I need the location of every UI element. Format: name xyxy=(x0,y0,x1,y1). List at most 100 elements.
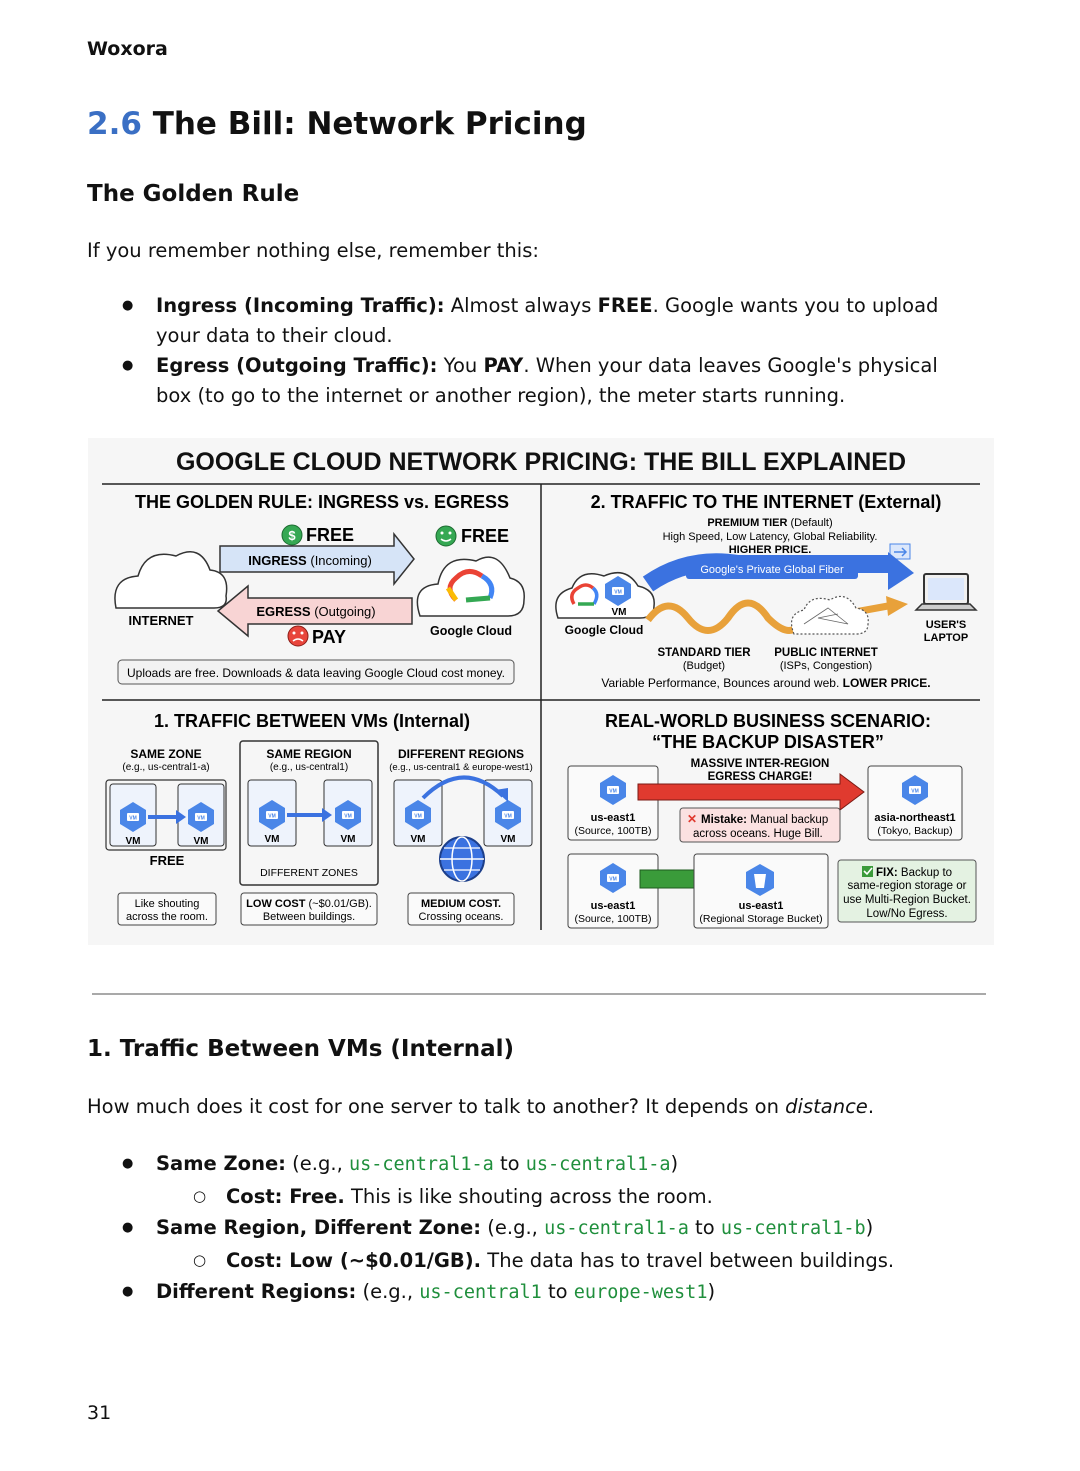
storage-bucket-icon xyxy=(746,864,774,896)
same-region-from-code: us-central1-a xyxy=(544,1218,689,1239)
backup-scenario-panel: REAL-WORLD BUSINESS SCENARIO: “THE BACKU… xyxy=(567,711,977,929)
public-internet-label: PUBLIC INTERNET xyxy=(774,647,878,659)
q2-vm-label: VM xyxy=(612,607,627,618)
variable-note: Variable Performance, Bounces around web… xyxy=(601,676,930,690)
fix-note-4: Low/No Egress. xyxy=(866,908,947,920)
egress-text-1: You xyxy=(437,354,484,377)
section1-heading: 1. Traffic Between VMs (Internal) xyxy=(87,1036,515,1062)
shout-note-1: Like shouting xyxy=(135,898,200,910)
q4-asia-sub: (Tokyo, Backup) xyxy=(877,825,952,837)
medium-cost-note-1: MEDIUM COST. xyxy=(421,898,501,910)
q4-source-name: us-east1 xyxy=(591,812,636,824)
same-zone-to-code: us-central1-a xyxy=(525,1154,671,1175)
ingress-text-1: Almost always xyxy=(444,294,598,317)
egress-label: Egress (Outgoing Traffic): xyxy=(156,354,438,377)
same-zone-cost-text: This is like shouting across the room. xyxy=(344,1184,713,1208)
diff-regions-close: ) xyxy=(707,1280,716,1303)
ingress-free: FREE xyxy=(597,294,653,317)
mistake-note-1: Mistake: Manual backup xyxy=(701,814,828,826)
q1-title: THE GOLDEN RULE: INGRESS vs. EGRESS xyxy=(135,492,509,512)
q1-note: Uploads are free. Downloads & data leavi… xyxy=(127,666,505,680)
diff-regions-bullet-label: Different Regions: xyxy=(156,1280,357,1303)
q4-asia-name: asia-northeast1 xyxy=(874,812,955,824)
internet-cloud-icon xyxy=(114,551,228,609)
q4-title-2: “THE BACKUP DISASTER” xyxy=(652,732,884,752)
internet-label: INTERNET xyxy=(129,613,194,628)
same-zone-cost-label: Cost: Free. xyxy=(226,1184,345,1208)
ingress-label: Ingress (Incoming Traffic): xyxy=(156,294,445,317)
fiber-label: Google's Private Global Fiber xyxy=(700,564,844,576)
diff-regions-eg-text: (e.g., xyxy=(356,1280,420,1303)
egress-pay: PAY xyxy=(483,354,524,377)
same-region-cost-bullet: Cost: Low (~$0.01/GB). The data has to t… xyxy=(87,1245,987,1277)
q4-source-size: (Source, 100TB) xyxy=(574,825,651,837)
egress-charge-arrow xyxy=(637,773,865,811)
egress-text-2: . When your data leaves Google's physica… xyxy=(523,354,938,377)
egress-text-3: box (to go to the internet or another re… xyxy=(156,384,846,407)
low-cost-note-2: Between buildings. xyxy=(263,911,355,923)
header-brand: Woxora xyxy=(87,38,168,60)
laptop-icon xyxy=(914,573,978,611)
same-zone-bullet-label: Same Zone: xyxy=(156,1152,286,1175)
diff-region-vm-a-label: VM xyxy=(411,834,426,845)
fix-note-2: same-region storage or xyxy=(848,880,967,892)
public-internet-sub: (ISPs, Congestion) xyxy=(780,660,872,672)
diff-region-vm-b-label: VM xyxy=(501,834,516,845)
diff-zones-label: DIFFERENT ZONES xyxy=(260,867,358,879)
diff-regions-eg: (e.g., us-central1 & europe-west1) xyxy=(389,762,533,773)
golden-rule-panel: THE GOLDEN RULE: INGRESS vs. EGRESS $ FR… xyxy=(114,492,525,685)
svg-text:$: $ xyxy=(288,528,296,543)
mistake-note-2: across oceans. Huge Bill. xyxy=(693,828,823,840)
standard-tier-path xyxy=(645,599,801,634)
same-region-vm-b-label: VM xyxy=(341,834,356,845)
diff-regions-bullet: Different Regions: (e.g., us-central1 to… xyxy=(87,1276,987,1309)
same-zone-label: SAME ZONE xyxy=(130,747,201,761)
same-region-bullet: Same Region, Different Zone: (e.g., us-c… xyxy=(87,1212,987,1245)
section1-intro-end: . xyxy=(867,1095,875,1118)
fix-note-1: FIX: Backup to xyxy=(876,867,952,879)
fiber-arrowhead xyxy=(888,552,914,590)
same-region-label: SAME REGION xyxy=(266,747,351,761)
q4-bucket-region: us-east1 xyxy=(739,900,784,912)
section-title-text: The Bill: Network Pricing xyxy=(152,106,587,142)
q3-title: 1. TRAFFIC BETWEEN VMs (Internal) xyxy=(154,711,470,731)
q4-bucket-label: (Regional Storage Bucket) xyxy=(699,913,822,925)
shout-note-2: across the room. xyxy=(126,911,208,923)
q1-google-cloud-label: Google Cloud xyxy=(430,624,512,638)
ingress-arrow xyxy=(219,531,415,587)
mistake-x-icon: ✕ xyxy=(687,812,697,826)
ingress-arrow-label: INGRESS (Incoming) xyxy=(248,553,372,568)
dollar-icon: $ xyxy=(281,524,303,546)
same-zone-eg: (e.g., us-central1-a) xyxy=(122,762,209,773)
ingress-text-2: . Google wants you to upload xyxy=(652,294,939,317)
q4-title-1: REAL-WORLD BUSINESS SCENARIO: xyxy=(605,711,931,731)
private-fiber-bar xyxy=(686,559,858,579)
section-divider xyxy=(92,993,986,995)
figure-title: GOOGLE CLOUD NETWORK PRICING: THE BILL E… xyxy=(176,448,906,476)
same-zone-free: FREE xyxy=(150,853,185,868)
q2-title: 2. TRAFFIC TO THE INTERNET (External) xyxy=(591,492,942,512)
internet-traffic-panel: 2. TRAFFIC TO THE INTERNET (External) PR… xyxy=(555,492,978,690)
same-zone-close: ) xyxy=(670,1152,679,1175)
egress-arrow xyxy=(216,584,413,638)
standard-tier-sub: (Budget) xyxy=(683,660,725,672)
higher-price-label: HIGHER PRICE. xyxy=(729,544,812,556)
egress-arrow-label: EGRESS (Outgoing) xyxy=(256,604,375,619)
q1-free2-label: FREE xyxy=(461,526,509,546)
same-zone-vm-b-label: VM xyxy=(194,836,209,847)
premium-tier-label: PREMIUM TIER (Default) xyxy=(707,517,832,529)
same-region-to-code: us-central1-b xyxy=(720,1218,866,1239)
vm-traffic-list: Same Zone: (e.g., us-central1-a to us-ce… xyxy=(87,1148,987,1309)
same-zone-vm-a-label: VM xyxy=(126,836,141,847)
exit-icon xyxy=(889,543,911,560)
massive-label-1: MASSIVE INTER-REGION xyxy=(691,758,830,770)
golden-rule-list: Ingress (Incoming Traffic): Almost alway… xyxy=(87,291,987,411)
same-zone-bullet: Same Zone: (e.g., us-central1-a to us-ce… xyxy=(87,1148,987,1181)
google-cloud-icon xyxy=(416,556,525,617)
vm-traffic-panel: 1. TRAFFIC BETWEEN VMs (Internal) SAME Z… xyxy=(105,711,533,926)
section1-intro: How much does it cost for one server to … xyxy=(87,1095,874,1118)
globe-icon xyxy=(439,836,485,882)
section-number: 2.6 xyxy=(87,106,142,142)
massive-label-2: EGRESS CHARGE! xyxy=(708,771,813,783)
same-zone-eg-text: (e.g., xyxy=(285,1152,349,1175)
